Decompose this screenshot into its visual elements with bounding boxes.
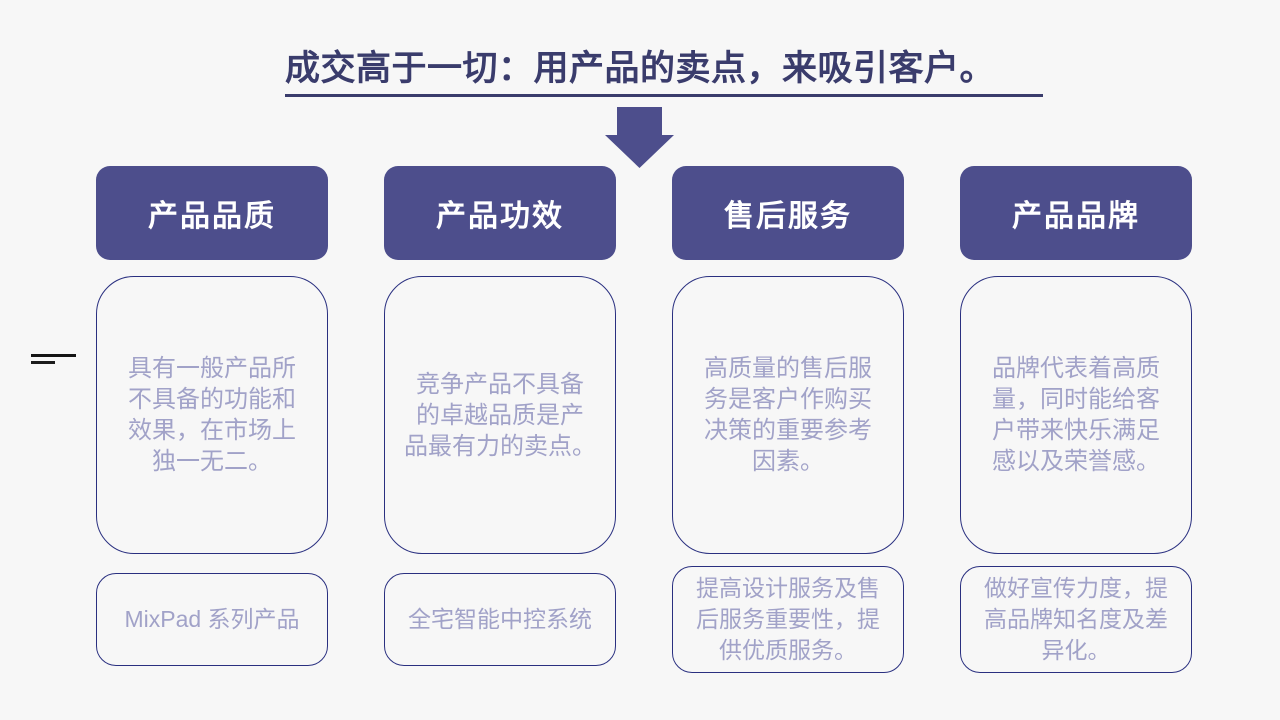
- dash-line-short: [31, 361, 55, 364]
- category-footer: MixPad 系列产品: [96, 573, 328, 666]
- category-header: 产品功效: [384, 166, 616, 260]
- page-title: 成交高于一切：用产品的卖点，来吸引客户。: [284, 48, 1043, 97]
- category-description: 具有一般产品所 不具备的功能和 效果，在市场上 独一无二。: [96, 276, 328, 554]
- category-footer: 提高设计服务及售 后服务重要性，提 供优质服务。: [672, 566, 904, 673]
- dash-marks-icon: [31, 354, 76, 364]
- column-product-quality: 产品品质 具有一般产品所 不具备的功能和 效果，在市场上 独一无二。 MixPa…: [96, 166, 328, 673]
- category-header: 售后服务: [672, 166, 904, 260]
- title-row: 成交高于一切：用产品的卖点，来吸引客户。: [0, 48, 1280, 97]
- category-description: 品牌代表着高质 量，同时能给客 户带来快乐满足 感以及荣誉感。: [960, 276, 1192, 554]
- down-arrow-icon: [605, 107, 674, 168]
- dash-line-long: [31, 354, 76, 357]
- category-columns: 产品品质 具有一般产品所 不具备的功能和 效果，在市场上 独一无二。 MixPa…: [96, 166, 1192, 673]
- category-footer: 全宅智能中控系统: [384, 573, 616, 666]
- category-description: 竞争产品不具备 的卓越品质是产 品最有力的卖点。: [384, 276, 616, 554]
- category-description: 高质量的售后服 务是客户作购买 决策的重要参考 因素。: [672, 276, 904, 554]
- category-footer: 做好宣传力度，提 高品牌知名度及差 异化。: [960, 566, 1192, 673]
- category-header: 产品品牌: [960, 166, 1192, 260]
- column-product-efficacy: 产品功效 竞争产品不具备 的卓越品质是产 品最有力的卖点。 全宅智能中控系统: [384, 166, 616, 673]
- column-product-brand: 产品品牌 品牌代表着高质 量，同时能给客 户带来快乐满足 感以及荣誉感。 做好宣…: [960, 166, 1192, 673]
- column-after-sales-service: 售后服务 高质量的售后服 务是客户作购买 决策的重要参考 因素。 提高设计服务及…: [672, 166, 904, 673]
- category-header: 产品品质: [96, 166, 328, 260]
